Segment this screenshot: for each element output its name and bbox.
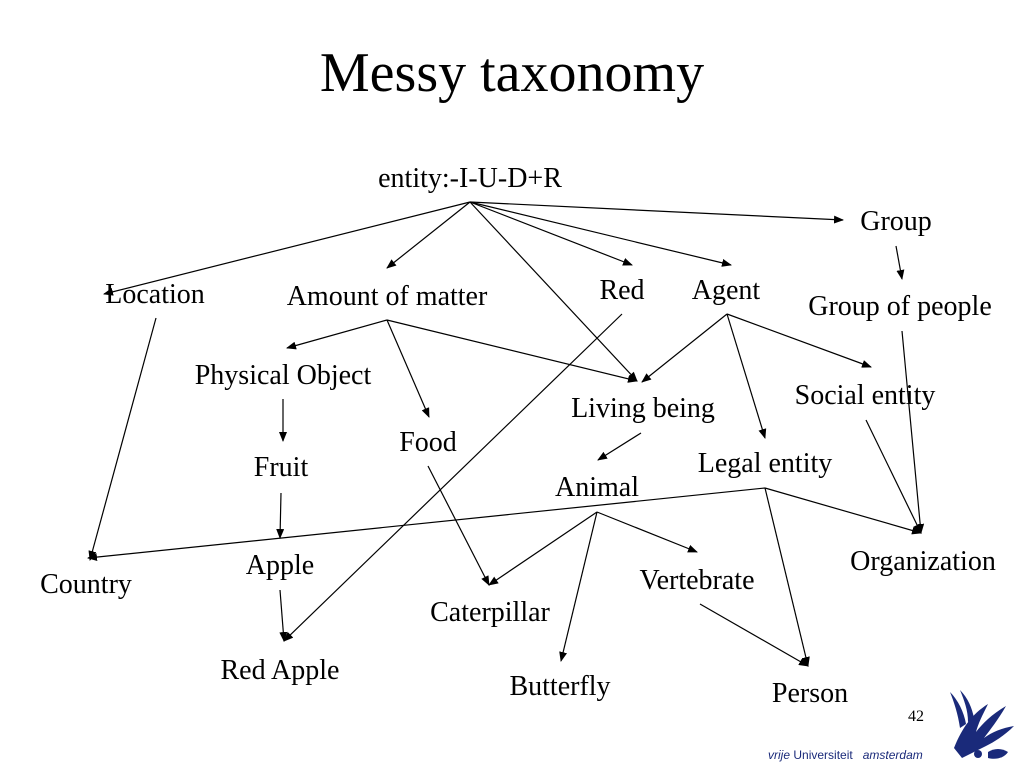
footer-university: Universiteit	[793, 748, 853, 762]
edge-legal-entity-to-person	[764, 487, 810, 667]
footer-prefix: vrije	[768, 748, 791, 762]
edge-group-to-group-of-people	[895, 245, 905, 280]
edge-entity-to-living-being	[469, 201, 638, 382]
node-butterfly: Butterfly	[509, 671, 611, 702]
node-apple: Apple	[245, 550, 315, 581]
node-group-of-people: Group of people	[808, 291, 992, 322]
edge-amount-of-matter-to-physical-object	[286, 319, 388, 350]
edge-agent-to-legal-entity	[726, 313, 767, 439]
node-fruit: Fruit	[253, 452, 309, 483]
node-legal-entity: Legal entity	[697, 448, 833, 479]
edge-vertebrate-to-person	[699, 603, 809, 667]
node-food: Food	[399, 427, 457, 458]
edge-red-to-red-apple	[283, 313, 623, 642]
edge-living-being-to-animal	[597, 432, 642, 461]
edge-entity-to-location	[103, 201, 471, 296]
edge-entity-to-amount-of-matter	[386, 201, 471, 269]
node-caterpillar: Caterpillar	[430, 597, 550, 628]
edge-location-to-country	[88, 317, 157, 561]
node-vertebrate: Vertebrate	[639, 565, 755, 596]
edge-food-to-caterpillar	[427, 465, 490, 586]
slide-title: Messy taxonomy	[319, 42, 705, 104]
node-red-apple: Red Apple	[220, 655, 340, 686]
edge-animal-to-caterpillar	[488, 511, 598, 586]
edge-apple-to-red-apple	[279, 589, 288, 642]
edge-agent-to-social-entity	[726, 313, 872, 368]
edge-legal-entity-to-organization	[764, 487, 922, 535]
edge-entity-to-group	[469, 201, 844, 224]
edge-entity-to-agent	[469, 201, 732, 267]
edge-group-of-people-to-organization	[901, 330, 925, 534]
edge-entity-to-red	[469, 201, 633, 266]
edge-agent-to-living-being	[641, 313, 728, 383]
node-social-entity: Social entity	[794, 380, 936, 411]
node-organization: Organization	[850, 546, 996, 577]
edge-amount-of-matter-to-living-being	[386, 319, 638, 383]
node-location: Location	[105, 279, 205, 310]
edge-animal-to-vertebrate	[596, 511, 698, 553]
page-number: 42	[908, 708, 924, 725]
node-red: Red	[599, 275, 645, 306]
edge-animal-to-butterfly	[559, 511, 598, 662]
edge-amount-of-matter-to-food	[386, 319, 430, 418]
node-entity: entity:-I-U-D+R	[378, 163, 562, 194]
footer-city: amsterdam	[862, 748, 923, 762]
node-amount-of-matter: Amount of matter	[286, 281, 488, 312]
node-person: Person	[771, 678, 849, 709]
node-agent: Agent	[691, 275, 761, 306]
node-living-being: Living being	[571, 393, 715, 424]
node-country: Country	[40, 569, 132, 600]
node-group: Group	[860, 206, 932, 237]
edge-fruit-to-apple	[276, 492, 285, 539]
node-physical-object: Physical Object	[194, 360, 372, 391]
node-animal: Animal	[555, 472, 639, 503]
edge-social-entity-to-organization	[865, 419, 922, 534]
edge-legal-entity-to-country	[87, 487, 766, 562]
vu-griffin-logo-icon	[950, 690, 1014, 759]
university-footer: vrije Universiteit amsterdam	[768, 748, 923, 762]
